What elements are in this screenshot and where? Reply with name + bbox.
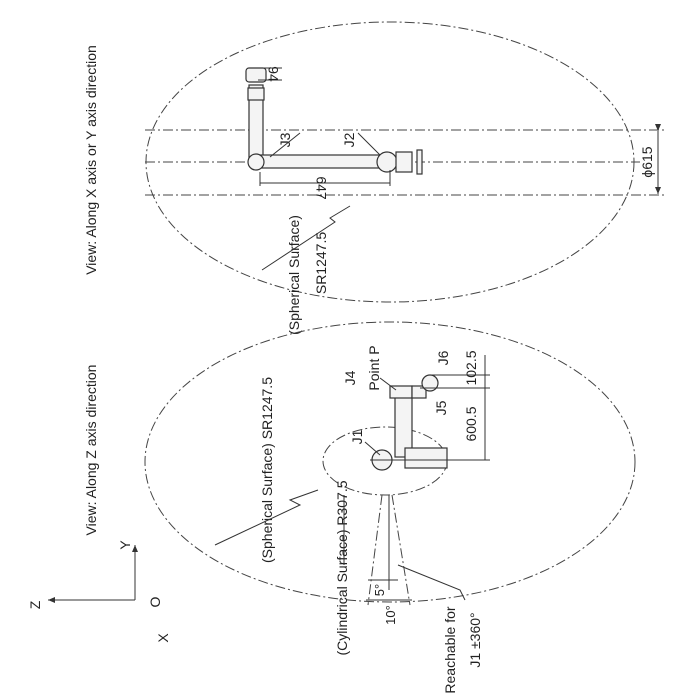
- z-axis-label: Z: [27, 600, 43, 609]
- link-length-label: 647: [313, 176, 329, 200]
- spherical-label-bottom: (Spherical Surface) SR1247.5: [259, 377, 275, 563]
- spherical-label-top: (Spherical Surface): [286, 215, 302, 335]
- dim-600-label: 600.5: [463, 406, 479, 441]
- joint-j4-label: J4: [342, 370, 358, 385]
- diameter-label: ϕ615: [639, 146, 655, 177]
- offset-label: 94: [265, 66, 281, 82]
- reach-label-line1: Reachable for: [442, 606, 458, 694]
- bottom-view-title: View: Along Z axis direction: [83, 365, 99, 536]
- joint-j1-label: J1: [349, 429, 365, 444]
- joint-j3-label: J3: [277, 132, 293, 147]
- joint-j2-label: J2: [341, 132, 357, 147]
- dim-102-label: 102.5: [463, 350, 479, 385]
- bottom-view: 600.5 102.5 J1 J4 Point P J6 J5 5° 10° (…: [83, 321, 636, 694]
- origin-label: O: [147, 596, 163, 607]
- robot-arm-side: [245, 67, 423, 175]
- y-axis-label: Y: [117, 540, 133, 550]
- top-view: ϕ615 647 94 J3 J2 (Spherical Surface) SR…: [83, 21, 665, 335]
- robot-arm-top: [371, 374, 448, 471]
- angle-10-label: 10°: [383, 605, 398, 625]
- cylindrical-label: (Cylindrical Surface) R307.5: [334, 480, 350, 655]
- joint-j5-label: J5: [433, 400, 449, 415]
- reach-label-line2: J1 ±360°: [467, 612, 483, 667]
- top-view-title: View: Along X axis or Y axis direction: [83, 45, 99, 275]
- joint-j6-label: J6: [435, 350, 451, 365]
- spherical-radius-top: SR1247.5: [313, 232, 329, 294]
- point-p-label: Point P: [366, 345, 382, 390]
- spherical-envelope-bottom: [144, 321, 636, 603]
- angle-5-label: 5°: [372, 584, 387, 596]
- x-axis-label: X: [155, 633, 171, 643]
- coordinate-axes: Z Y O X: [27, 540, 171, 643]
